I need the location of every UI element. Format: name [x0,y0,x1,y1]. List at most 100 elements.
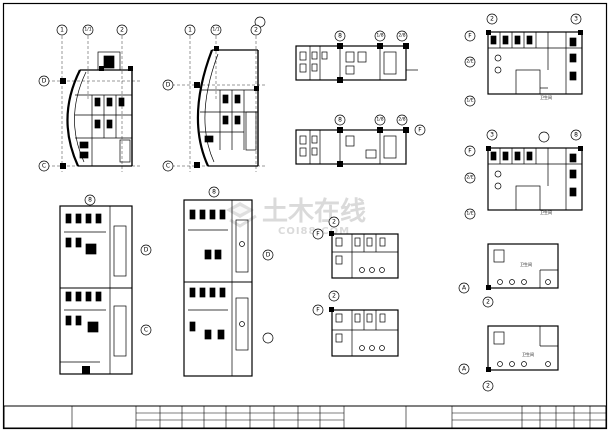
axis-label: 3 [490,132,494,139]
axis-bubble [184,24,196,36]
axis-bubble [486,129,498,141]
axis-label: C [166,163,170,170]
axis-bubble [38,160,50,172]
axis-label: C [42,163,46,170]
axis-label: 2 [120,27,124,34]
axis-bubble [262,332,274,344]
axis-label: C [144,327,148,334]
axis-label: 1/E [466,98,473,104]
plan-6 [486,131,583,211]
axis-bubble [312,228,324,240]
axis-bubble [208,186,220,198]
axis-label: 8 [338,117,342,124]
room-note: 卫生间 [540,209,552,215]
room-note: 卫生间 [522,351,534,357]
axis-bubble [56,24,68,36]
axis-label: 2 [490,16,494,23]
axis-label: D [166,82,171,89]
axis-label: 2/E [466,59,473,65]
axis-bubble [262,249,274,261]
axis-label: 2 [332,293,336,300]
axis-label: A [462,285,467,292]
axis-bubble [464,172,476,184]
axis-label: F [316,307,320,314]
axis-label: 2 [486,299,490,306]
axis-bubble [140,244,152,256]
axis-bubble [458,282,470,294]
plan-11 [486,243,559,290]
axis-label: 8 [212,189,216,196]
plan-5 [486,30,583,95]
watermark-text: 土木在线 [262,197,366,227]
axis-bubble [328,216,340,228]
axis-bubble [250,24,262,36]
axis-bubble [482,296,494,308]
axis-label: 2 [486,383,490,390]
axis-label: F [468,33,472,40]
axis-label: 8 [574,132,578,139]
plan-12 [486,325,559,372]
axis-bubble [458,363,470,375]
axis-bubble [482,380,494,392]
room-note: 卫生间 [520,261,532,267]
axis-bubble [414,124,426,136]
axis-bubble [140,324,152,336]
axis-label: 1/8 [376,33,383,39]
axis-label: 1/1 [84,27,91,33]
axis-bubble [464,30,476,42]
axis-label: 3 [574,16,578,23]
axis-label: 1/8 [376,117,383,123]
axis-bubble [570,129,582,141]
axis-bubble [334,30,346,42]
title-block [3,405,607,429]
axis-bubble [84,194,96,206]
plan-1 [47,36,140,172]
plan-8 [183,199,253,377]
axis-bubble [464,56,476,68]
axis-label: D [144,247,149,254]
axis-bubble [312,304,324,316]
axis-label: D [42,78,47,85]
axis-label: 1 [60,27,64,34]
plan-10 [329,307,399,357]
axis-bubble [570,13,582,25]
axis-label: 8 [88,197,92,204]
plan-1-axis-bubbles [38,24,128,172]
plan-3 [295,43,418,83]
axis-bubble [374,114,386,126]
axis-label: F [418,127,422,134]
axis-bubble [464,208,476,220]
axis-bubble [464,95,476,107]
axis-label: F [468,148,472,155]
axis-bubble [38,75,50,87]
axis-label: 2/8 [398,117,405,123]
axis-bubble [464,145,476,157]
axis-bubble [328,290,340,302]
axis-label: 8 [338,33,342,40]
axis-label: 2 [254,27,258,34]
axis-bubble [116,24,128,36]
plan-7 [59,205,133,375]
axis-bubble [396,30,408,42]
axis-label: 2/E [466,175,473,181]
axis-bubble [486,13,498,25]
axis-label: F [316,231,320,238]
plan-2 [172,16,266,172]
watermark: 土木在线 COI88.COM [226,197,366,237]
axis-bubble [82,24,94,36]
axis-label: D [266,252,271,259]
axis-label: 2 [332,219,336,226]
axis-bubble [162,160,174,172]
plan-9 [329,231,399,279]
axis-bubble [162,79,174,91]
axis-bubble [374,30,386,42]
axis-label: 2/8 [398,33,405,39]
plan-4 [295,127,409,167]
axis-label: 1 [188,27,192,34]
axis-label: 1/1 [212,27,219,33]
watermark-logo-icon [226,202,257,228]
axis-label: A [462,366,467,373]
axis-label: 1/E [466,211,473,217]
axis-bubble [334,114,346,126]
